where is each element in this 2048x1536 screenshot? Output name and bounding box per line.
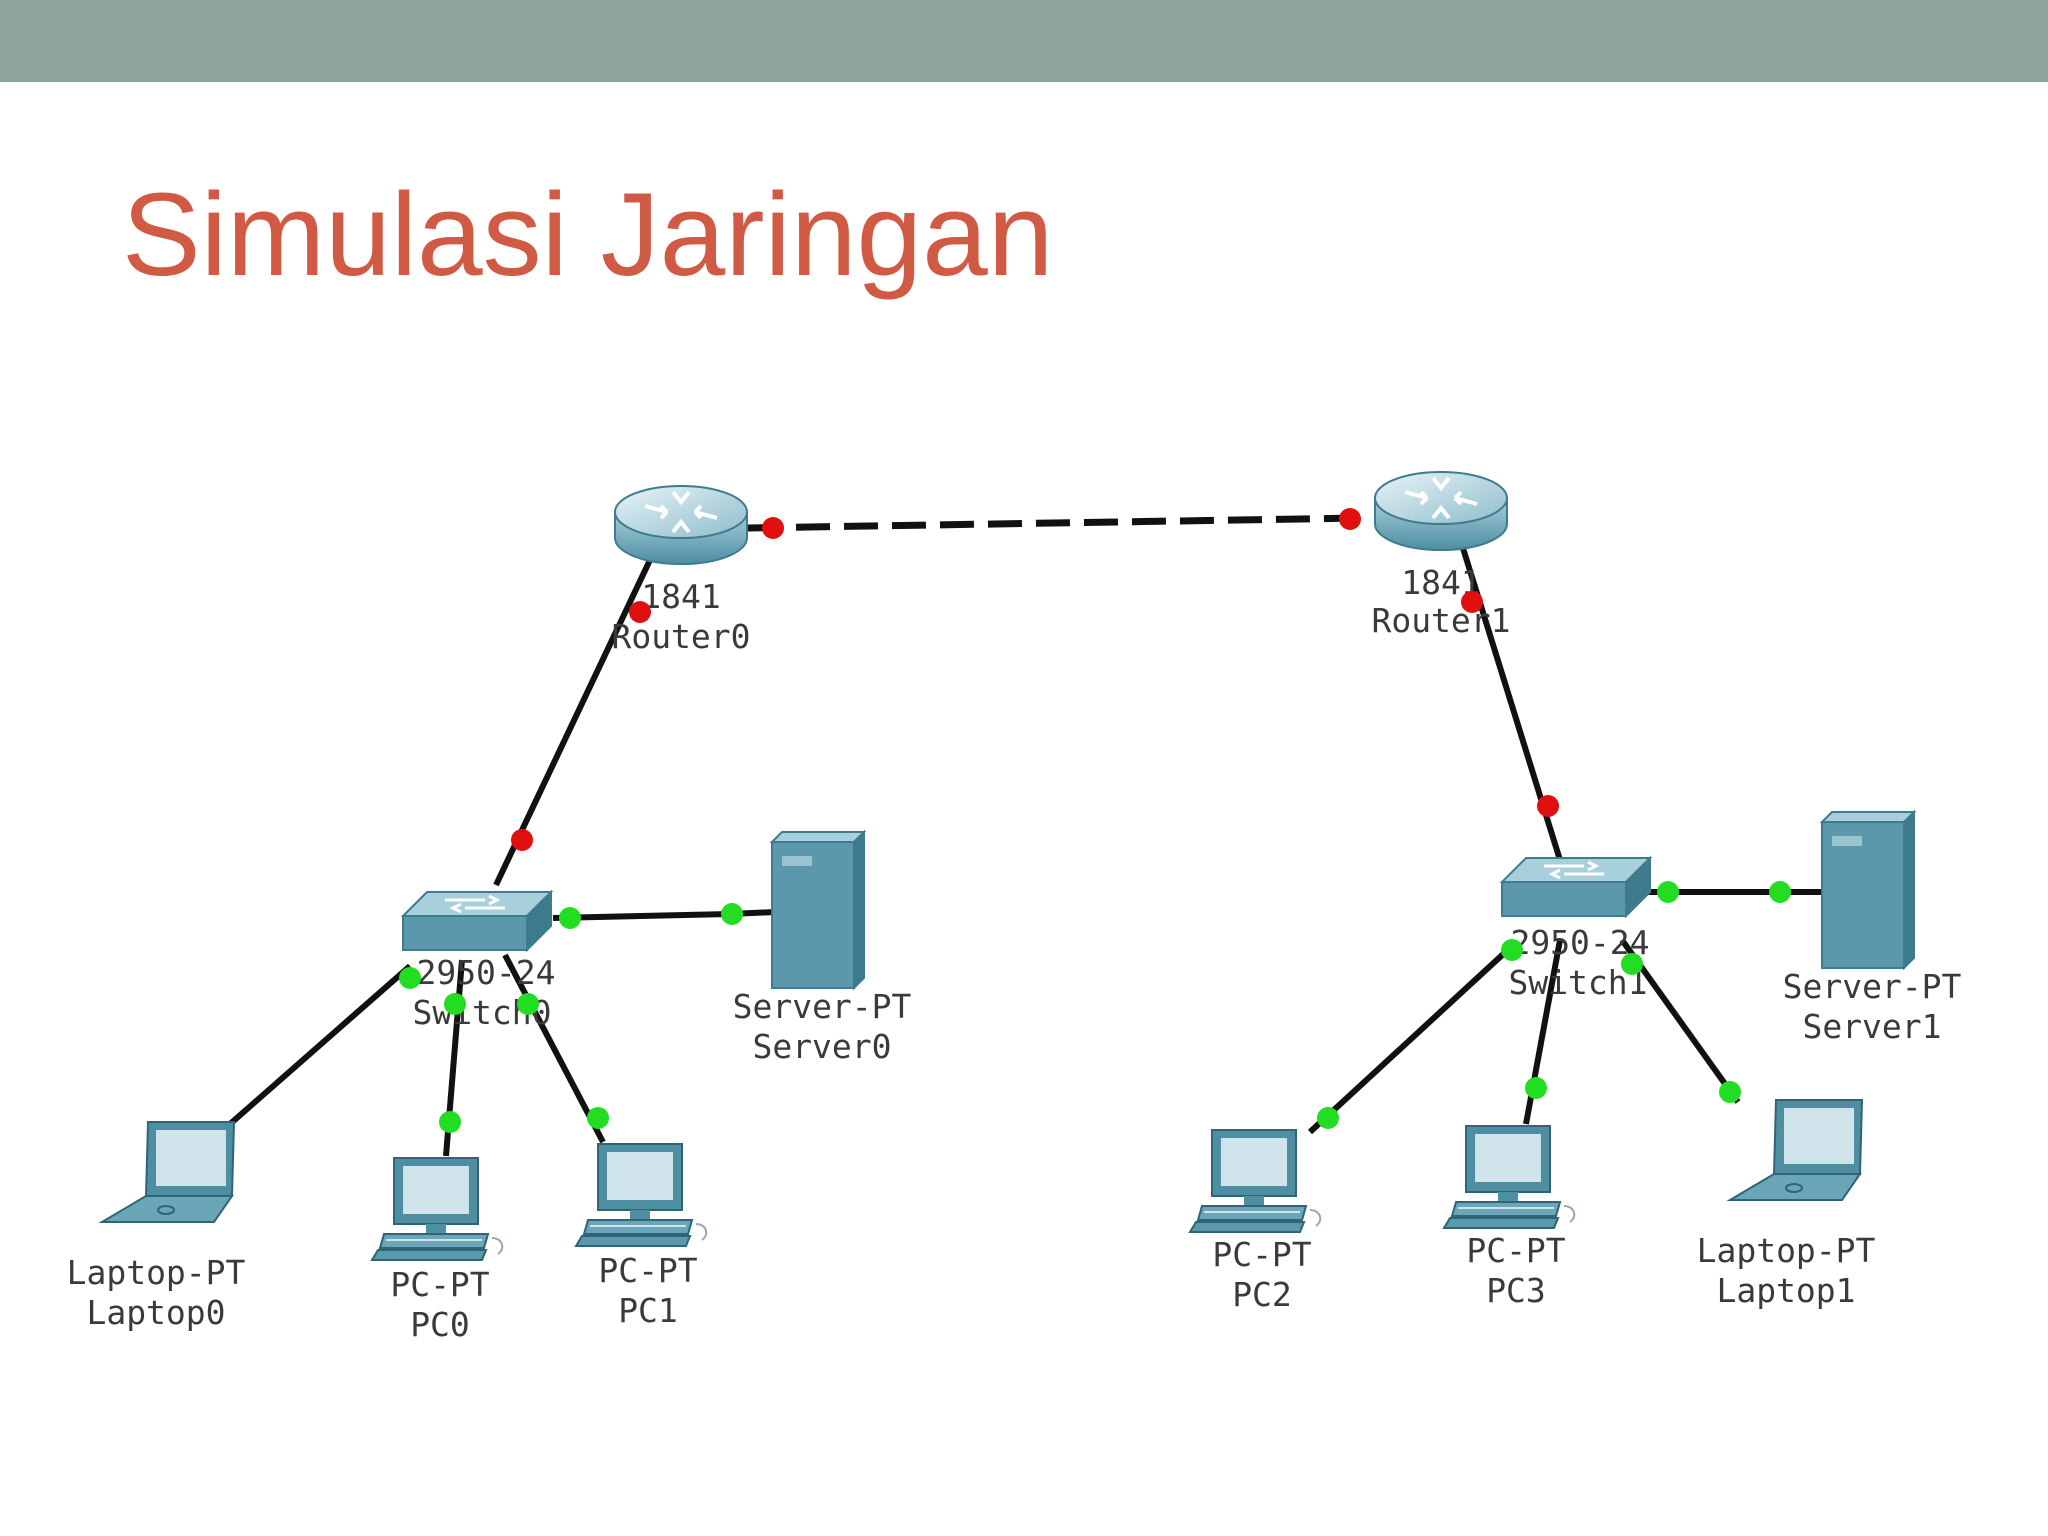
port-up-indicator <box>399 967 421 989</box>
switch-0-model: 2950-24 <box>416 953 555 992</box>
pc-icon <box>575 1143 708 1247</box>
pc-0-type: PC-PT <box>390 1265 489 1304</box>
port-up-indicator <box>444 993 466 1015</box>
router-0[interactable]: 1841 Router0 <box>611 484 751 656</box>
router-0-model: 1841 <box>641 577 720 616</box>
laptop-0-name: Laptop0 <box>86 1293 225 1332</box>
laptop-icon <box>1729 1099 1863 1201</box>
port-up-indicator <box>1525 1077 1547 1099</box>
router-1[interactable]: 1841 Router1 <box>1371 470 1511 640</box>
switch-0[interactable]: 2950-24 Switch0 <box>401 890 556 1032</box>
server-1-name: Server1 <box>1802 1007 1941 1046</box>
router-icon <box>613 484 749 566</box>
pc-icon <box>1189 1129 1322 1233</box>
port-up-indicator <box>1769 881 1791 903</box>
port-up-indicator <box>517 993 539 1015</box>
switch-1[interactable]: 2950-24 Switch1 <box>1500 856 1652 1002</box>
server-0-name: Server0 <box>752 1027 891 1066</box>
pc-2[interactable]: PC-PT PC2 <box>1189 1129 1322 1314</box>
port-down-indicator <box>1461 591 1483 613</box>
pc-3[interactable]: PC-PT PC3 <box>1443 1125 1576 1310</box>
server-1-type: Server-PT <box>1783 967 1962 1006</box>
serial-link-router0-router1[interactable] <box>747 514 1361 532</box>
pc-icon <box>1443 1125 1576 1229</box>
cables <box>228 514 1830 1157</box>
port-indicators <box>399 508 1791 1133</box>
server-1[interactable]: Server-PT Server1 <box>1783 811 1962 1046</box>
port-up-indicator <box>1657 881 1679 903</box>
pc-icon <box>371 1157 504 1261</box>
laptop-1-name: Laptop1 <box>1716 1271 1855 1310</box>
server-0[interactable]: Server-PT Server0 <box>733 831 912 1066</box>
link-switch0-laptop0[interactable] <box>228 963 412 1127</box>
pc-3-type: PC-PT <box>1466 1231 1565 1270</box>
port-up-indicator <box>587 1107 609 1129</box>
port-up-indicator <box>1501 939 1523 961</box>
laptop-1[interactable]: Laptop-PT Laptop1 <box>1697 1099 1876 1310</box>
pc-1-name: PC1 <box>618 1291 678 1330</box>
switch-icon <box>401 890 553 952</box>
pc-2-name: PC2 <box>1232 1275 1292 1314</box>
port-up-indicator <box>559 907 581 929</box>
port-down-indicator <box>511 829 533 851</box>
laptop-0[interactable]: Laptop-PT Laptop0 <box>67 1121 246 1332</box>
port-down-indicator <box>1537 795 1559 817</box>
laptop-icon <box>101 1121 235 1223</box>
router-0-name: Router0 <box>611 617 750 656</box>
server-icon <box>1821 811 1915 969</box>
pc-3-name: PC3 <box>1486 1271 1546 1310</box>
switch-icon <box>1500 856 1652 918</box>
server-icon <box>771 831 865 989</box>
laptop-1-type: Laptop-PT <box>1697 1231 1876 1270</box>
port-down-indicator <box>1339 508 1361 530</box>
server-0-type: Server-PT <box>733 987 912 1026</box>
port-up-indicator <box>439 1111 461 1133</box>
link-switch1-pc2[interactable] <box>1307 943 1515 1135</box>
port-down-indicator <box>629 601 651 623</box>
header-bar <box>0 0 2048 82</box>
pc-0-name: PC0 <box>410 1305 470 1344</box>
router-icon <box>1373 470 1509 552</box>
slide-title: Simulasi Jaringan <box>122 169 1054 301</box>
port-up-indicator <box>1317 1107 1339 1129</box>
pc-1[interactable]: PC-PT PC1 <box>575 1143 708 1330</box>
port-down-indicator <box>762 517 784 539</box>
laptop-0-type: Laptop-PT <box>67 1253 246 1292</box>
pc-1-type: PC-PT <box>598 1251 697 1290</box>
port-up-indicator <box>1719 1081 1741 1103</box>
port-up-indicator <box>1621 953 1643 975</box>
pc-2-type: PC-PT <box>1212 1235 1311 1274</box>
port-up-indicator <box>721 903 743 925</box>
router-1-name: Router1 <box>1371 601 1510 640</box>
pc-0[interactable]: PC-PT PC0 <box>371 1157 504 1344</box>
link-switch0-pc1[interactable] <box>502 953 606 1144</box>
